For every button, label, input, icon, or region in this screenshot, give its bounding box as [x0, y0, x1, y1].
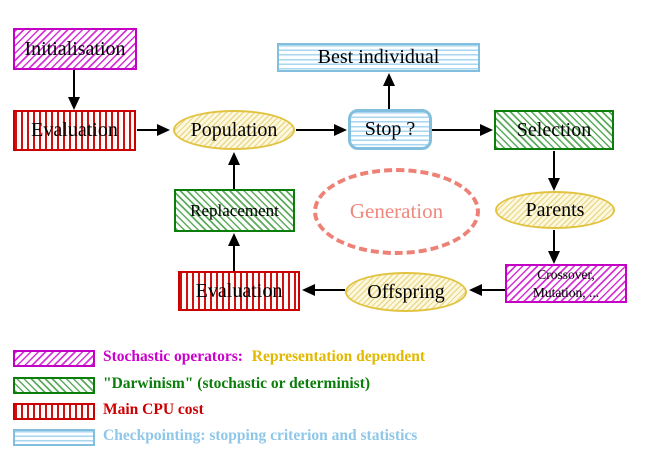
- legend-label-checkpointing: Checkpointing: stopping criterion and st…: [103, 427, 418, 444]
- arrow-stop-to-best-individual-line: [388, 85, 390, 109]
- node-replacement-label: Replacement: [190, 200, 279, 220]
- node-offspring: Offspring: [345, 272, 467, 312]
- node-evaluation-top: Evaluation: [13, 110, 136, 151]
- arrow-offspring-to-evaluation-line: [315, 289, 345, 291]
- arrow-initialisation-to-evaluation-line: [73, 70, 75, 98]
- arrow-evaluation-to-replacement-head-icon: [228, 233, 240, 246]
- legend-label-cpu: Main CPU cost: [103, 401, 204, 418]
- arrow-evaluation-to-population-head-icon: [157, 124, 170, 136]
- arrow-evaluation-to-population-line: [137, 129, 158, 131]
- node-crossover-mutation: Crossover, Mutation, ...: [505, 264, 627, 303]
- node-offspring-label: Offspring: [367, 280, 445, 303]
- node-initialisation: Initialisation: [13, 28, 137, 70]
- arrow-stop-to-selection-line: [432, 129, 481, 131]
- legend-label-darwinism: "Darwinism" (stochastic or determinist): [103, 375, 371, 392]
- arrow-replacement-to-population-line: [233, 164, 235, 189]
- arrow-population-to-stop-line: [296, 129, 335, 131]
- legend-swatch-checkpointing: [13, 429, 95, 446]
- node-stop: Stop ?: [348, 109, 432, 150]
- arrow-crossover-to-offspring-line: [482, 289, 505, 291]
- node-best-individual-label: Best individual: [317, 46, 440, 68]
- arrow-parents-to-crossover-head-icon: [548, 251, 560, 264]
- legend-label-stochastic-primary: Stochastic operators:: [103, 348, 243, 365]
- node-generation: Generation: [313, 168, 480, 255]
- node-replacement: Replacement: [174, 189, 295, 232]
- legend-swatch-cpu: [13, 403, 95, 420]
- arrow-selection-to-parents-head-icon: [548, 178, 560, 191]
- node-population: Population: [173, 110, 295, 150]
- arrow-stop-to-selection-head-icon: [480, 124, 493, 136]
- node-evaluation-bottom: Evaluation: [178, 271, 300, 311]
- arrow-parents-to-crossover-line: [553, 230, 555, 251]
- arrow-evaluation-to-replacement-line: [233, 245, 235, 271]
- node-stop-label: Stop ?: [364, 118, 416, 140]
- node-evaluation-bottom-label: Evaluation: [195, 279, 283, 302]
- node-parents-label: Parents: [525, 198, 585, 221]
- legend-label-stochastic-secondary: Representation dependent: [251, 348, 426, 365]
- node-best-individual: Best individual: [277, 43, 480, 72]
- legend-swatch-stochastic: [13, 350, 95, 367]
- legend-swatch-darwinism: [13, 377, 95, 394]
- node-generation-label: Generation: [349, 199, 444, 223]
- node-evaluation-top-label: Evaluation: [31, 119, 118, 141]
- arrow-crossover-to-offspring-head-icon: [469, 284, 482, 296]
- node-parents: Parents: [495, 191, 615, 229]
- arrow-offspring-to-evaluation-head-icon: [302, 284, 315, 296]
- node-crossover-mutation-label: Crossover, Mutation, ...: [533, 266, 599, 301]
- node-initialisation-label: Initialisation: [24, 37, 126, 60]
- arrow-initialisation-to-evaluation-head-icon: [68, 97, 80, 110]
- crossover-line1: Crossover,: [537, 266, 595, 282]
- node-population-label: Population: [190, 118, 278, 141]
- arrow-replacement-to-population-head-icon: [228, 152, 240, 165]
- crossover-line2: Mutation, ...: [532, 284, 600, 300]
- legend-label-stochastic: Stochastic operators: Representation dep…: [103, 348, 425, 366]
- node-selection-label: Selection: [516, 118, 592, 141]
- node-selection: Selection: [494, 110, 614, 150]
- arrow-selection-to-parents-line: [553, 151, 555, 178]
- arrow-population-to-stop-head-icon: [334, 124, 347, 136]
- arrow-stop-to-best-individual-head-icon: [383, 73, 395, 86]
